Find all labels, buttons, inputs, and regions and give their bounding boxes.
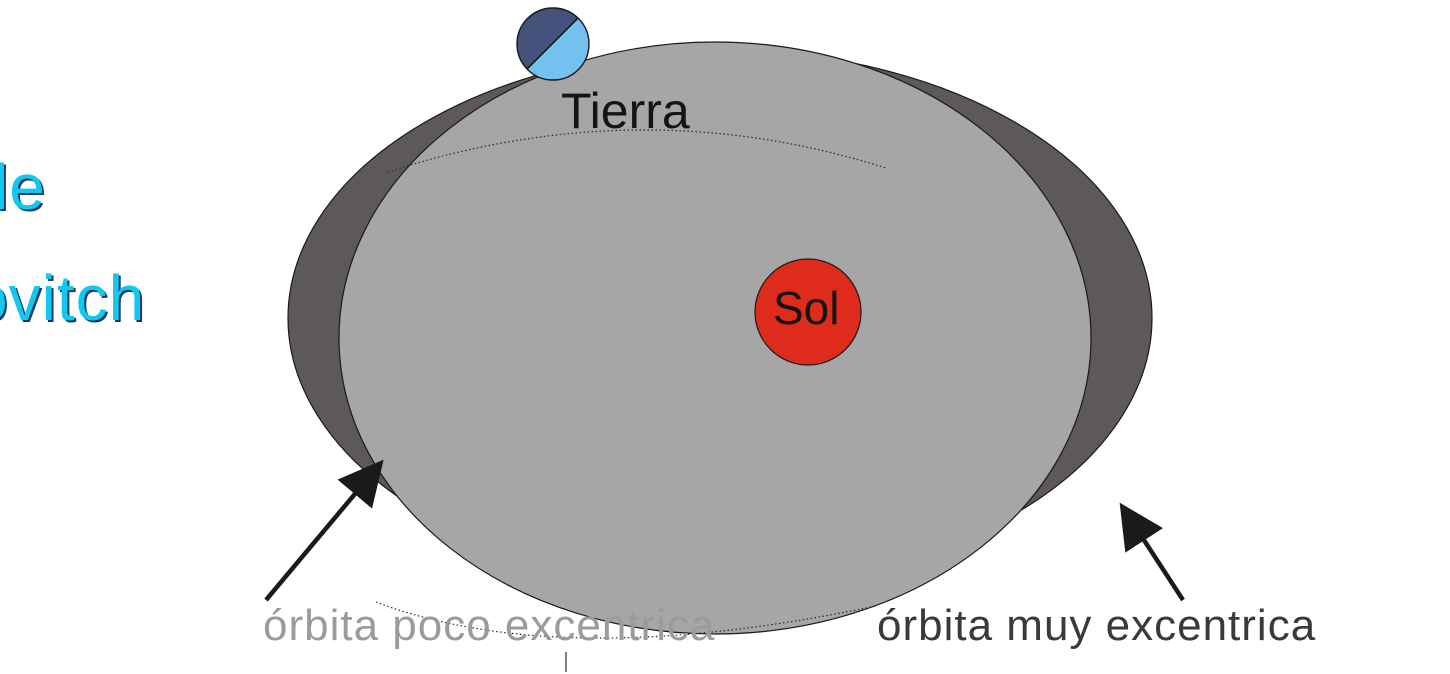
bottom-dotted-arc (375, 601, 877, 639)
top-dotted-arc (387, 129, 887, 173)
low-eccentricity-orbit-label: órbita poco excentrica (263, 601, 716, 650)
sun (754, 258, 862, 366)
low-eccentricity-orbit (338, 41, 1092, 635)
title-fragment-line1: le (0, 151, 46, 223)
title-fragment-line2: ovitch (0, 262, 146, 334)
arrow-to-high-eccentricity-orbit (1119, 502, 1185, 602)
arrow-to-low-eccentricity-orbit (264, 459, 384, 602)
earth-icon (516, 7, 590, 81)
earth-label: Tierra (561, 83, 690, 139)
sun-label: Sol (773, 282, 840, 334)
high-eccentricity-orbit-label: órbita muy excentrica (877, 601, 1317, 650)
